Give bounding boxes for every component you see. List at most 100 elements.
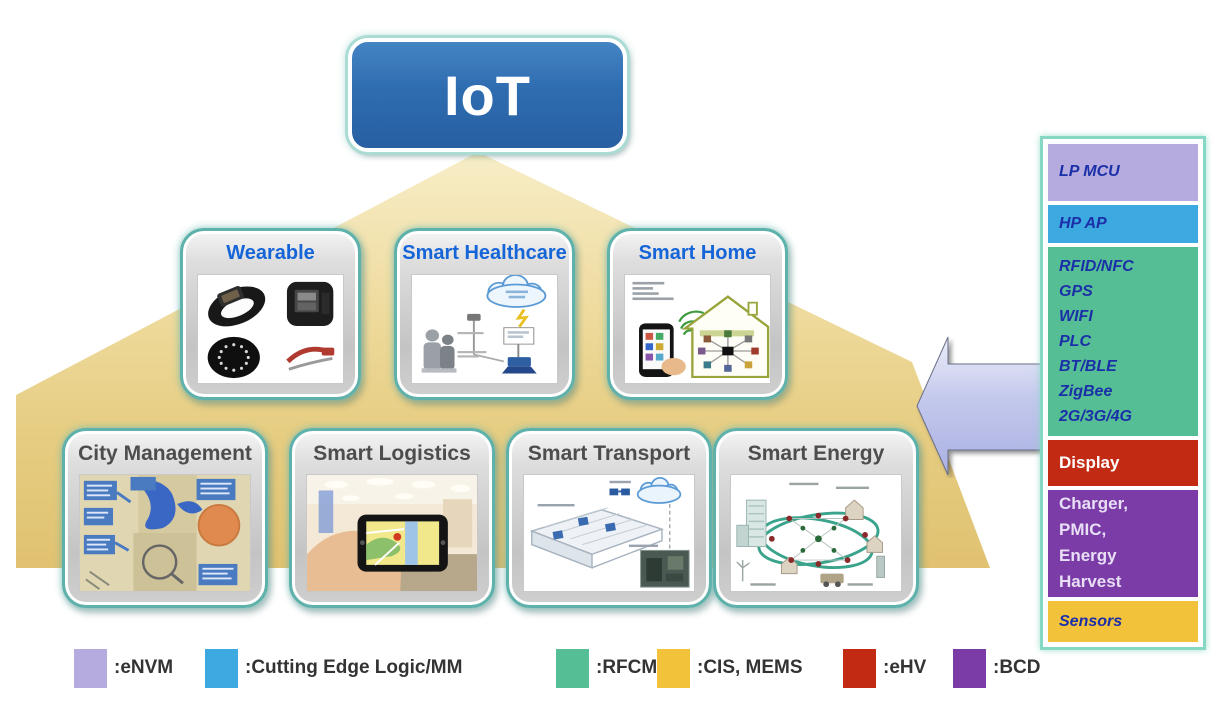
smart-healthcare-illustration — [411, 274, 558, 384]
smart-energy-illustration — [730, 474, 902, 592]
legend-item-ehv: :eHV — [843, 648, 926, 688]
grid-nodes — [768, 512, 868, 567]
legend-swatch — [556, 648, 589, 688]
card-title: Wearable — [226, 242, 315, 264]
city-map-image — [80, 475, 250, 591]
fitness-band-icon — [208, 285, 266, 327]
block-label: Harvest — [1059, 572, 1122, 592]
legend-swatch — [74, 648, 107, 688]
wind-turbine-icon — [736, 560, 750, 582]
block-label: PMIC, — [1059, 520, 1107, 540]
legend-item-envm: :eNVM — [74, 648, 173, 688]
block-label: Energy — [1059, 546, 1117, 566]
phone-with-map — [357, 514, 448, 572]
card-smart-energy: Smart Energy — [713, 428, 919, 608]
block-label: HP AP — [1059, 214, 1107, 232]
buildings — [736, 499, 885, 588]
block-rf-connectivity: RFID/NFC GPS WIFI PLC BT/BLE ZigBee 2G/3… — [1048, 246, 1198, 436]
block-label: Sensors — [1059, 612, 1123, 630]
block-label: 2G/3G/4G — [1059, 407, 1132, 425]
card-title: Smart Transport — [527, 442, 691, 465]
legend-swatch — [953, 648, 986, 688]
patient-figures-icon — [421, 329, 457, 373]
smartwatch-icon — [286, 281, 334, 327]
block-lp-mcu: LP MCU — [1048, 144, 1198, 201]
technology-stack-sidebar: LP MCU HP AP RFID/NFC GPS WIFI PLC BT/BL… — [1040, 136, 1206, 650]
roads — [85, 570, 110, 590]
gps-link-icon — [609, 488, 630, 496]
wearable-devices-image — [207, 281, 335, 379]
lightning-icon — [515, 308, 529, 328]
card-smart-transport: Smart Transport — [506, 428, 712, 608]
block-label: BT/BLE — [1059, 357, 1117, 375]
smart-grid-image — [731, 475, 901, 591]
legend-item-cis-mems: :CIS, MEMS — [657, 648, 803, 688]
legend-label: :eNVM — [114, 657, 174, 678]
card-city-management: City Management — [62, 428, 268, 608]
block-label: Charger, — [1059, 494, 1128, 514]
smart-home-illustration — [624, 274, 771, 384]
legend-label: :Cutting Edge Logic/MM — [245, 657, 463, 678]
sensor-pole-icon — [467, 313, 505, 363]
legend-swatch — [205, 648, 238, 688]
legend-label: :eHV — [883, 657, 927, 678]
block-label: WIFI — [1059, 307, 1093, 325]
block-hp-ap: HP AP — [1048, 204, 1198, 243]
left-arrow — [916, 336, 1043, 476]
block-label: Display — [1059, 452, 1120, 472]
logistics-photo-image — [307, 475, 477, 591]
ceiling-lights — [324, 477, 471, 502]
caption-lines — [750, 482, 873, 586]
block-label: LP MCU — [1059, 163, 1120, 181]
legend-label: :CIS, MEMS — [697, 657, 803, 678]
card-title: Smart Energy — [747, 442, 885, 465]
block-sensors: Sensors — [1048, 601, 1198, 642]
site-photo — [640, 549, 690, 588]
zone-circle — [197, 504, 241, 547]
map-callouts — [83, 476, 238, 586]
block-charger-pmic: Charger, PMIC, Energy Harvest — [1048, 489, 1198, 598]
conveyor-line — [529, 507, 665, 569]
legend-swatch — [843, 648, 876, 688]
iot-header-box: IoT — [348, 38, 627, 152]
healthcare-diagram-image — [421, 275, 547, 374]
water-area — [133, 479, 176, 530]
legend-swatch — [657, 648, 690, 688]
card-title: Smart Home — [638, 242, 757, 264]
block-label: PLC — [1059, 332, 1091, 350]
smart-home-image — [632, 281, 770, 379]
legend-label: :BCD — [993, 657, 1041, 678]
gateway-monitor-icon — [501, 327, 537, 374]
cloud-icon — [486, 275, 547, 308]
card-title: Smart Healthcare — [402, 242, 567, 264]
smart-logistics-illustration — [306, 474, 478, 592]
caption-text-lines — [632, 281, 674, 301]
house-network-icon — [681, 295, 770, 379]
round-tracker-icon — [207, 336, 260, 379]
block-display: Display — [1048, 439, 1198, 486]
block-label: ZigBee — [1059, 382, 1113, 400]
card-smart-home: Smart Home — [607, 228, 788, 400]
transport-diagram-image — [524, 475, 694, 591]
smart-glasses-icon — [286, 346, 335, 371]
magnifier-icon — [141, 544, 178, 580]
block-label: RFID/NFC — [1059, 257, 1134, 275]
legend-item-bcd: :BCD — [953, 648, 1041, 688]
finger-icon — [661, 357, 686, 376]
card-title: City Management — [78, 442, 252, 465]
wearable-illustration — [197, 274, 344, 384]
legend-item-cutting-edge-logic: :Cutting Edge Logic/MM — [205, 648, 462, 688]
card-smart-logistics: Smart Logistics — [289, 428, 495, 608]
caption-line — [537, 504, 575, 507]
smart-transport-illustration — [523, 474, 695, 592]
city-management-illustration — [79, 474, 251, 592]
cloud-icon — [636, 477, 682, 504]
iot-title: IoT — [444, 63, 531, 127]
card-title: Smart Logistics — [313, 442, 471, 465]
block-label: GPS — [1059, 282, 1093, 300]
card-smart-healthcare: Smart Healthcare — [394, 228, 575, 400]
store-sign — [318, 490, 334, 533]
smartphone-icon — [639, 323, 686, 377]
card-wearable: Wearable — [180, 228, 361, 400]
